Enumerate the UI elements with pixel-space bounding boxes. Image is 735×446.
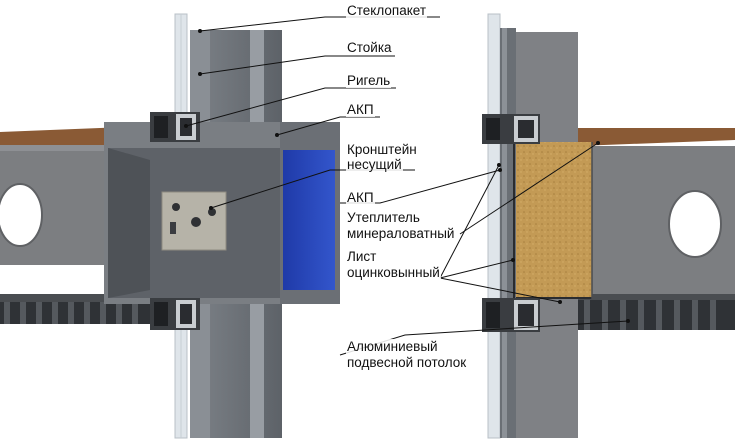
leader-transom bbox=[185, 87, 396, 127]
label-ceiling-line1: Алюминиевый bbox=[346, 339, 439, 354]
right-mineral-insulation bbox=[516, 142, 592, 298]
right-suspended-ceiling bbox=[560, 294, 735, 330]
leader-sheet-c bbox=[439, 277, 561, 303]
leader-dots bbox=[184, 29, 630, 323]
left-transom-top bbox=[150, 112, 200, 142]
leader-mullion bbox=[199, 55, 395, 75]
label-insulation-line2: минераловатный bbox=[346, 226, 456, 241]
label-ceiling-line2: подвесной потолок bbox=[346, 355, 468, 370]
label-mullion: Стойка bbox=[346, 40, 393, 55]
label-transom: Ригель bbox=[346, 73, 392, 88]
label-glass-unit: Стеклопакет bbox=[346, 3, 428, 18]
left-assembly bbox=[0, 13, 340, 439]
label-sheet-line1: Лист bbox=[346, 249, 378, 264]
leader-acp-top bbox=[276, 116, 380, 136]
left-suspended-ceiling bbox=[0, 294, 152, 324]
leader-sheet-a bbox=[439, 164, 500, 279]
left-slab-hole bbox=[0, 184, 42, 246]
right-assembly bbox=[482, 13, 735, 439]
leader-glass-unit bbox=[199, 16, 440, 32]
label-bracket-line1: Кронштейн bbox=[346, 142, 418, 157]
label-insulation-line1: Утеплитель bbox=[346, 210, 421, 225]
leader-insulation bbox=[459, 142, 599, 235]
right-slab-hole bbox=[669, 191, 721, 257]
label-acp-top: АКП bbox=[346, 102, 375, 117]
left-bracket-plate bbox=[161, 191, 227, 251]
left-transom-bottom bbox=[150, 298, 200, 330]
right-transom-bottom bbox=[482, 298, 540, 332]
right-glass-unit bbox=[487, 13, 501, 439]
leader-sheet-b bbox=[439, 259, 514, 279]
right-transom-top bbox=[482, 114, 540, 144]
left-acp-panel bbox=[283, 150, 335, 290]
label-acp-mid: АКП bbox=[346, 190, 375, 205]
label-bracket-line2: несущий bbox=[346, 157, 403, 172]
label-sheet-line2: оцинковынный bbox=[346, 265, 441, 280]
